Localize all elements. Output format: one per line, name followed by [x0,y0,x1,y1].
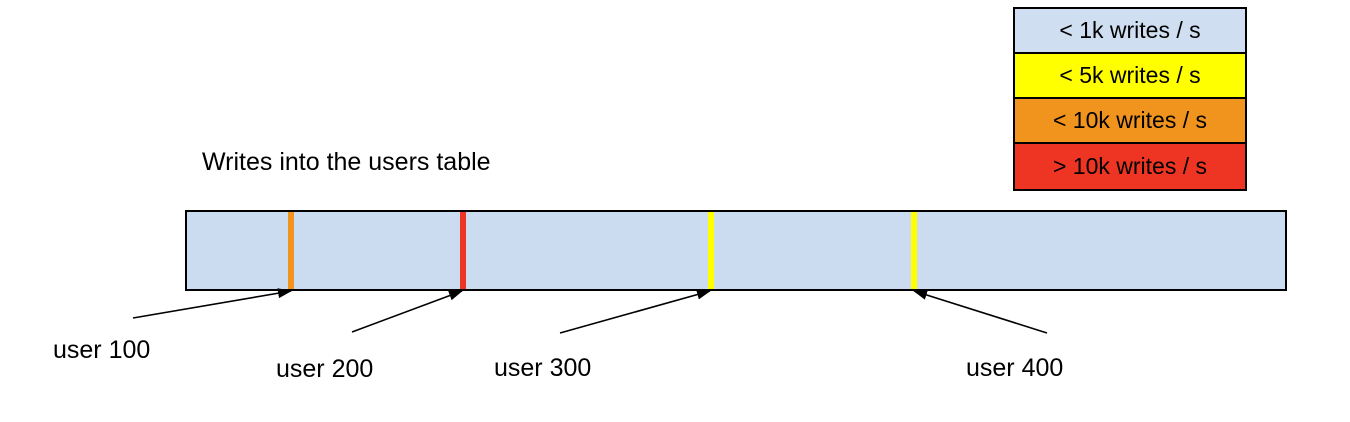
legend-item-label: < 1k writes / s [1059,17,1201,43]
legend-item-lt-5k: < 5k writes / s [1015,54,1245,99]
legend: < 1k writes / s < 5k writes / s < 10k wr… [1013,7,1247,191]
legend-item-lt-10k: < 10k writes / s [1015,99,1245,144]
hotspot-stripe-user-100 [288,212,294,289]
diagram-title: Writes into the users table [202,148,491,176]
legend-item-label: > 10k writes / s [1052,153,1208,179]
label-user-400: user 400 [966,354,1064,382]
label-user-200: user 200 [276,355,374,383]
hotspot-stripe-user-300 [708,212,714,289]
arrow-user-200 [351,290,463,333]
hotspot-stripe-user-400 [911,212,917,289]
legend-item-gt-10k: > 10k writes / s [1015,144,1245,189]
users-table-bar [185,210,1287,291]
hotspot-stripe-user-200 [460,212,466,289]
label-user-300: user 300 [494,354,592,382]
label-user-100: user 100 [53,336,151,364]
arrow-user-100 [132,288,292,319]
legend-item-label: < 5k writes / s [1059,62,1201,88]
legend-item-lt-1k: < 1k writes / s [1015,9,1245,54]
arrow-user-300 [559,289,711,334]
arrow-user-400 [913,290,1048,334]
legend-item-label: < 10k writes / s [1052,107,1208,133]
